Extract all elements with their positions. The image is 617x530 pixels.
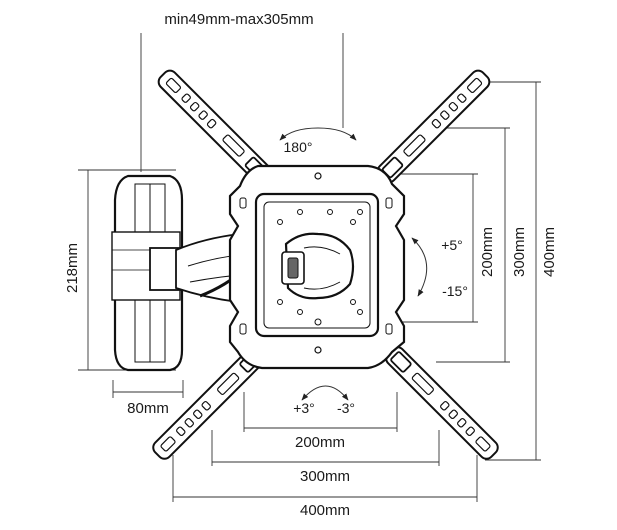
vesa-h-300-label: 300mm [300, 468, 350, 485]
center-plate [228, 164, 406, 370]
wall-plate [111, 174, 184, 372]
vesa-v-200-label: 200mm [479, 227, 496, 277]
extension-label: min49mm-max305mm [164, 11, 313, 28]
rotate-right-label: -3° [337, 400, 355, 416]
tilt-up-label: +5° [441, 237, 463, 253]
depth-label: 80mm [127, 400, 169, 417]
vesa-v-400-label: 400mm [541, 227, 558, 277]
vesa-v-300-label: 300mm [511, 227, 528, 277]
bracket-arms [152, 69, 499, 460]
arm-lower-right [385, 346, 499, 460]
rotate-left-label: +3° [293, 400, 315, 416]
vesa-h-200-label: 200mm [295, 434, 345, 451]
tilt-down-label: -15° [442, 283, 468, 299]
dimension-lines [78, 33, 541, 502]
arm-upper-right [376, 69, 491, 184]
height-label: 218mm [64, 243, 81, 293]
vesa-h-400-label: 400mm [300, 502, 350, 519]
rotation-arrows [279, 127, 428, 401]
swivel-label: 180° [284, 139, 313, 155]
